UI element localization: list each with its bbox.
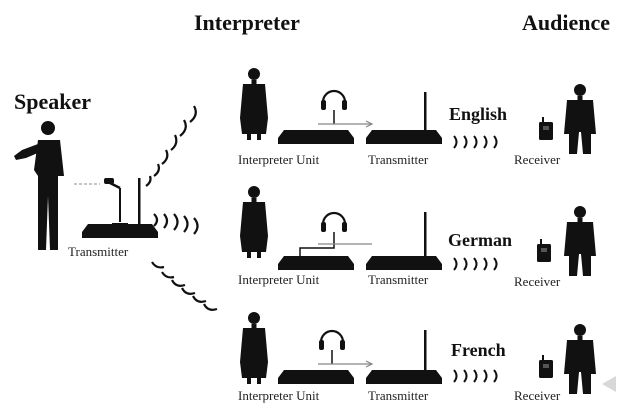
channel-row-german: [240, 186, 596, 276]
interpreter-unit-label-2: Interpreter Unit: [238, 272, 320, 287]
language-label-1: English: [449, 104, 508, 124]
speaker-broadcast-waves: [145, 105, 218, 311]
audience-heading: Audience: [522, 10, 610, 35]
channel-row-english: [240, 68, 596, 154]
speaker-transmitter-box: [82, 178, 158, 238]
channel-row-french: [240, 312, 596, 394]
interpreter-unit-label-3: Interpreter Unit: [238, 388, 320, 403]
language-label-2: German: [448, 230, 512, 250]
receiver-label-1: Receiver: [514, 152, 561, 167]
speaker-transmitter-label: Transmitter: [68, 244, 129, 259]
speaker-heading: Speaker: [14, 89, 91, 114]
transmitter-label-1: Transmitter: [368, 152, 429, 167]
language-label-3: French: [451, 340, 506, 360]
transmitter-label-3: Transmitter: [368, 388, 429, 403]
transmitter-label-2: Transmitter: [368, 272, 429, 287]
interpreter-heading: Interpreter: [194, 10, 300, 35]
interpreter-unit-label-1: Interpreter Unit: [238, 152, 320, 167]
microphone-icon: [74, 178, 128, 225]
receiver-label-2: Receiver: [514, 274, 561, 289]
speaker-figure: [14, 121, 64, 250]
receiver-label-3: Receiver: [514, 388, 561, 403]
